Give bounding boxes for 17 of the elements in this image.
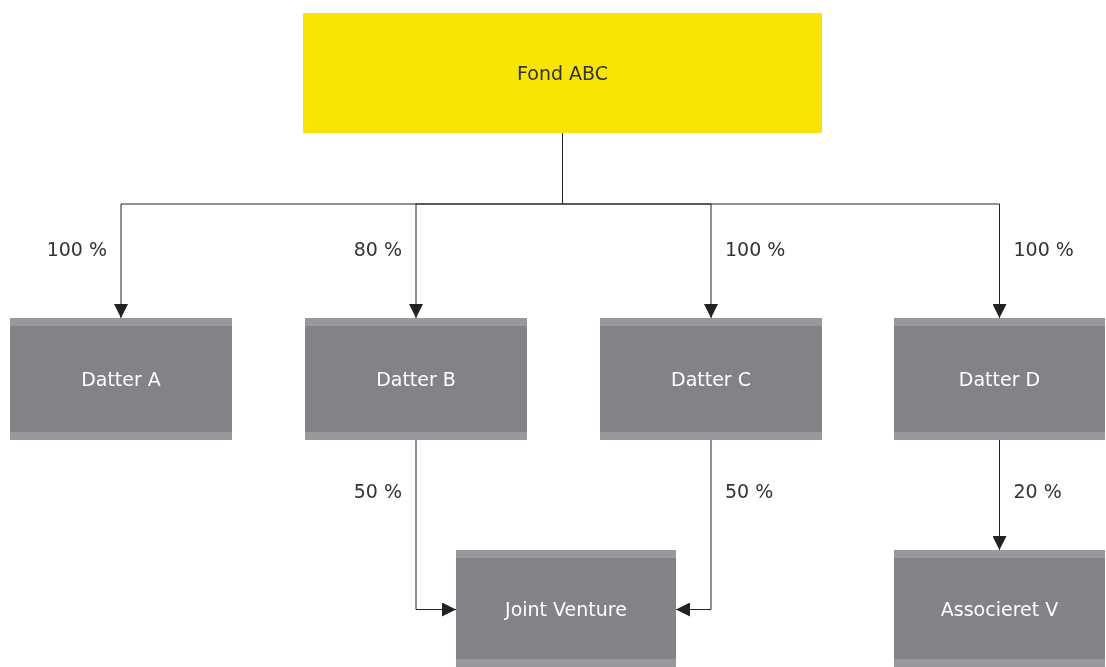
- node-label: Datter D: [958, 368, 1041, 390]
- node-label: Datter A: [81, 368, 161, 390]
- entity-box: [600, 318, 822, 440]
- arrow: [415, 439, 457, 617]
- node-label: Datter B: [376, 368, 456, 390]
- entity-box: [894, 550, 1105, 667]
- node-label: Joint Venture: [505, 597, 627, 620]
- arrow: [675, 439, 712, 617]
- entity-box: [10, 318, 232, 440]
- parent-box: [303, 13, 822, 133]
- entity-box: [456, 550, 676, 667]
- node-label: Datter C: [671, 368, 751, 390]
- arrow: [992, 439, 1007, 551]
- entity-box: [305, 318, 527, 440]
- node-label: Fond ABC: [517, 62, 608, 84]
- entity-box: [894, 318, 1105, 440]
- node-label: Associeret V: [940, 597, 1059, 620]
